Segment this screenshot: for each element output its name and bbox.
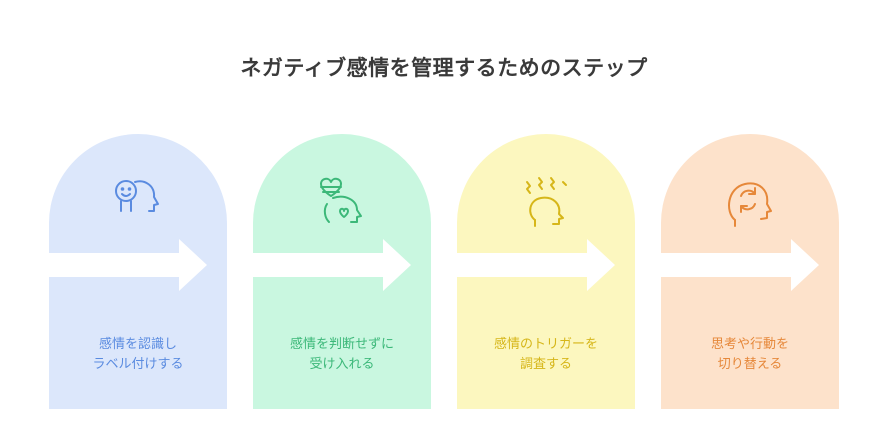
step-3-line1: 感情のトリガーを (493, 337, 598, 352)
step-2-line2: 受け入れる (309, 357, 375, 372)
heart-head-icon (313, 174, 371, 232)
step-4-line2: 切り替える (717, 357, 783, 372)
step-4-label: 思考や行動を 切り替える (661, 335, 839, 375)
step-2-label: 感情を判断せずに 受け入れる (253, 335, 431, 375)
step-1-label: 感情を認識し ラベル付けする (49, 335, 227, 375)
step-1-line1: 感情を認識し (98, 337, 177, 352)
face-head-icon (109, 174, 167, 232)
step-3-line2: 調査する (519, 357, 572, 372)
step-2-line1: 感情を判断せずに (289, 337, 394, 352)
step-2-arrow (253, 239, 411, 291)
step-4-arrow (661, 239, 819, 291)
diagram-title: ネガティブ感情を管理するためのステップ (240, 56, 648, 80)
step-1-arrow (49, 239, 207, 291)
step-1-line2: ラベル付けする (92, 357, 184, 372)
step-4-line1: 思考や行動を (710, 337, 789, 352)
step-3-label: 感情のトリガーを 調査する (457, 335, 635, 375)
refresh-head-icon (721, 174, 779, 232)
step-3-arrow (457, 239, 615, 291)
trigger-head-icon (517, 174, 575, 232)
